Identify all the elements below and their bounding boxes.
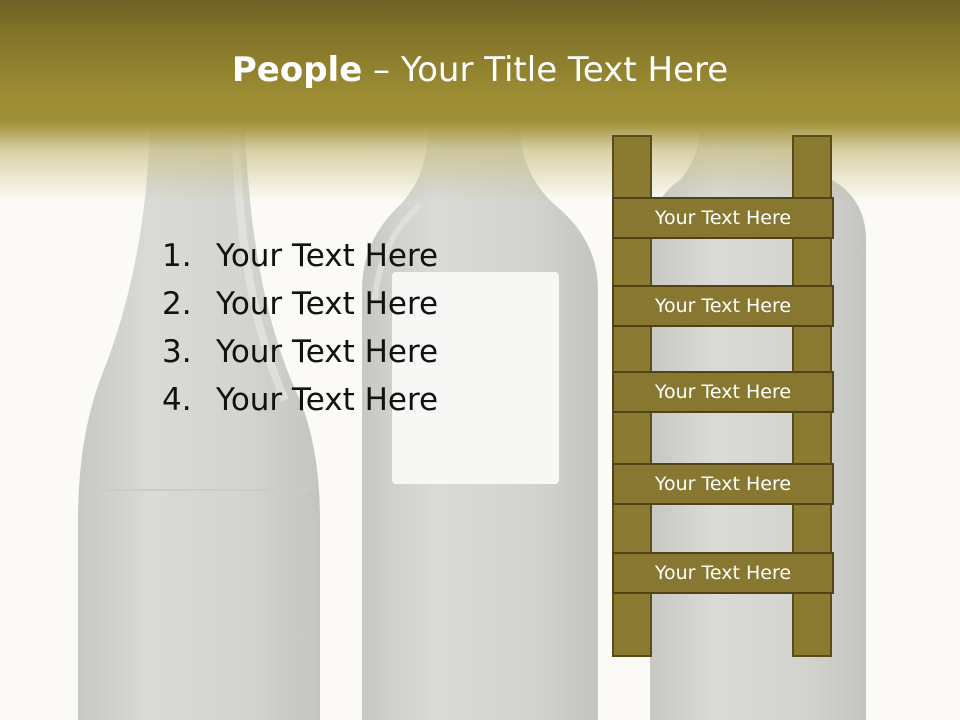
list-number: 4. <box>162 382 192 418</box>
list-text: Your Text Here <box>216 286 439 322</box>
list-text: Your Text Here <box>216 334 439 370</box>
numbered-list: 1. Your Text Here 2. Your Text Here 3. Your… <box>162 234 438 426</box>
list-text: Your Text Here <box>216 238 439 274</box>
list-item: 1. Your Text Here <box>162 234 438 282</box>
bottle-label <box>392 272 559 484</box>
left-bottle <box>78 130 320 720</box>
ladder-rung: Your Text Here <box>612 285 834 327</box>
list-number: 3. <box>162 334 192 370</box>
slide-title: People – Your Title Text Here <box>0 50 960 90</box>
ladder-rung: Your Text Here <box>612 463 834 505</box>
ladder-rung: Your Text Here <box>612 552 834 594</box>
ladder-rung: Your Text Here <box>612 197 834 239</box>
list-number: 1. <box>162 238 192 274</box>
ladder-rung: Your Text Here <box>612 371 834 413</box>
title-bold-part: People <box>231 50 363 90</box>
list-item: 2. Your Text Here <box>162 282 438 330</box>
list-item: 4. Your Text Here <box>162 378 438 426</box>
list-number: 2. <box>162 286 192 322</box>
list-item: 3. Your Text Here <box>162 330 438 378</box>
list-text: Your Text Here <box>216 382 439 418</box>
title-rest-part: – Your Title Text Here <box>362 50 729 90</box>
